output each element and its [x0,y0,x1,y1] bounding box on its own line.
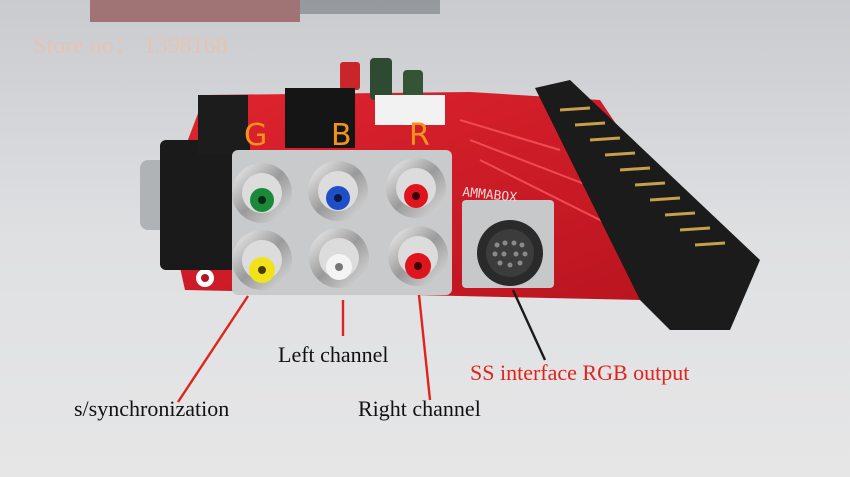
db-connector [140,95,250,270]
rca-jack-white [309,228,369,288]
label-r: R [409,118,430,153]
annotation-lines [176,289,547,403]
rca-jack-blue [308,161,368,221]
label-g: G [244,118,268,153]
rca-jack-red-bottom [388,226,448,286]
ss-mini-din-connector [462,200,554,288]
label-left-channel: Left channel [278,342,389,367]
store-watermark: Store no： 1398168 [33,33,228,59]
label-sync: s/synchronization [74,396,230,421]
label-right-channel: Right channel [358,396,481,421]
rca-jack-yellow [232,230,292,290]
top-components [285,58,445,148]
label-b: B [331,118,352,153]
rca-jack-green [232,163,292,223]
rca-jack-red-top [386,158,446,218]
edge-connector [535,80,760,330]
board-silkscreen: AMMABOX [462,185,518,206]
label-ss-interface: SS interface RGB output [470,360,690,385]
